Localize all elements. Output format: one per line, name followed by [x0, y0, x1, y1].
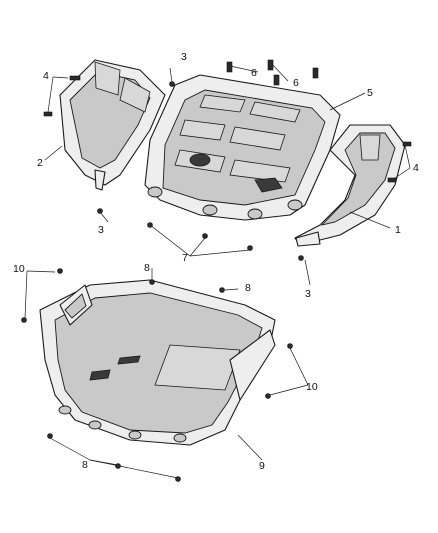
leader-lines	[24, 61, 411, 479]
fastener-bolt	[69, 75, 81, 81]
fastener-bolt	[57, 268, 63, 274]
fastener-bolt	[115, 463, 121, 469]
callout-8: 8	[82, 459, 88, 471]
fastener-bolt	[287, 343, 293, 349]
lower-skid-plate	[39, 279, 276, 446]
left-side-shield	[59, 59, 166, 191]
fastener-bolt	[273, 74, 280, 86]
fastener-bolt	[298, 255, 304, 261]
callout-labels: 1 2 3 3 3 4 4 5 6 6 7 8 8 8 9 10 10	[13, 51, 419, 472]
fastener-bolt	[402, 141, 412, 147]
fastener-bolt	[147, 222, 153, 228]
fastener-bolt	[247, 245, 253, 251]
callout-10: 10	[306, 381, 318, 393]
callout-4: 4	[43, 70, 49, 82]
right-side-shield	[294, 124, 406, 247]
fastener-bolt	[387, 177, 397, 183]
fastener-bolt	[265, 393, 271, 399]
fastener-bolt	[219, 287, 225, 293]
callout-3: 3	[98, 224, 104, 236]
fastener-bolt	[169, 81, 175, 87]
callout-9: 9	[259, 460, 265, 472]
callout-1: 1	[395, 224, 401, 236]
fastener-bolt	[226, 61, 233, 73]
fastener-bolt	[267, 59, 274, 71]
upper-skid-plate	[144, 74, 341, 221]
fastener-bolt	[202, 233, 208, 239]
fastener-bolt	[43, 111, 53, 117]
callout-6: 6	[251, 67, 257, 79]
fastener-bolt	[97, 208, 103, 214]
callout-3: 3	[181, 51, 187, 63]
fastener-bolt	[175, 476, 181, 482]
fastener-bolt	[312, 67, 319, 79]
callout-8: 8	[245, 282, 251, 294]
callout-10: 10	[13, 263, 25, 275]
fastener-bolt	[21, 317, 27, 323]
callout-6: 6	[293, 77, 299, 89]
callout-8: 8	[144, 262, 150, 274]
fastener-bolt	[47, 433, 53, 439]
callout-7: 7	[182, 252, 188, 264]
callout-2: 2	[37, 157, 43, 169]
fastener-bolt	[149, 279, 155, 285]
callout-4: 4	[413, 162, 419, 174]
callout-5: 5	[367, 87, 373, 99]
callout-3: 3	[305, 288, 311, 300]
fasteners	[21, 59, 412, 482]
